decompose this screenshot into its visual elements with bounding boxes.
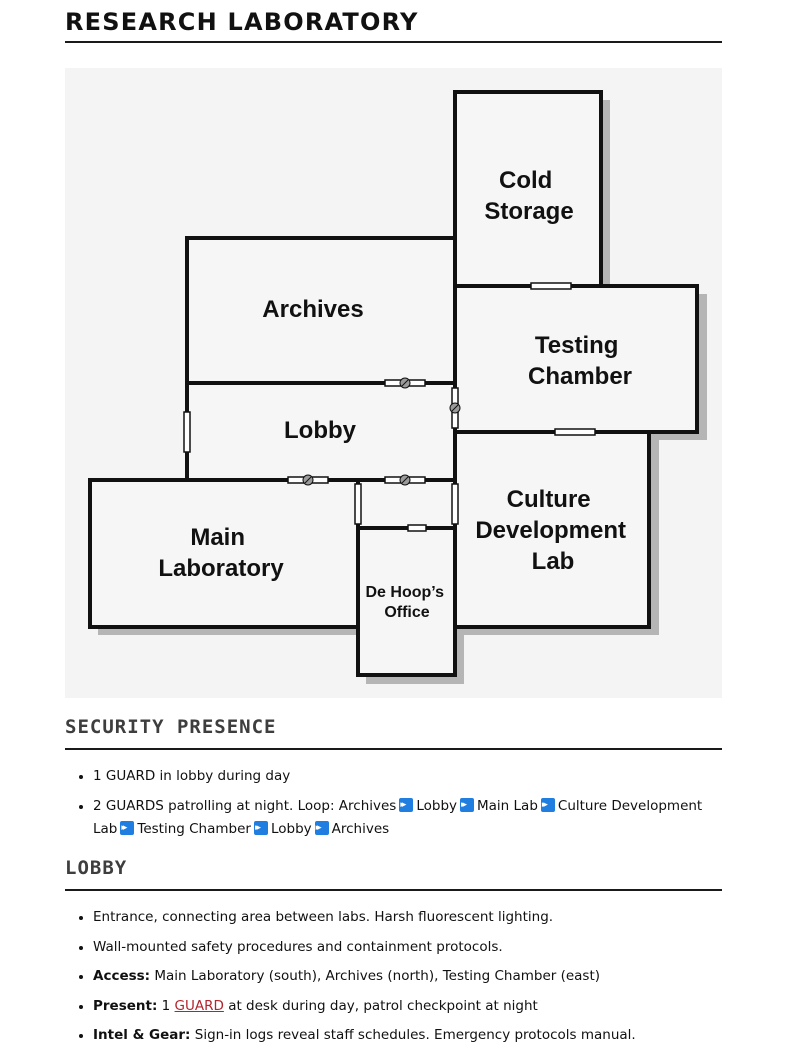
present-text: at desk during day, patrol checkpoint at… [223, 997, 538, 1014]
fast-forward-icon [314, 820, 329, 835]
fast-forward-icon [460, 797, 475, 812]
loop-stop: Culture Development Lab [93, 797, 703, 837]
loop-stop: Testing Chamber [137, 820, 251, 837]
list-item: Access: Main Laboratory (south), Archive… [93, 965, 722, 988]
lobby-description: Entrance, connecting area between labs. … [93, 909, 554, 925]
fast-forward-icon [120, 820, 135, 835]
intel-label: Intel & Gear: [93, 1027, 191, 1043]
list-item: 1 GUARD in lobby during day [93, 765, 722, 788]
room-testing-chamber [453, 284, 699, 434]
lock-slots [304, 379, 459, 484]
label-culture-lab: Culture Development Lab [475, 486, 632, 575]
rooms [88, 90, 699, 677]
fast-forward-icon [399, 797, 414, 812]
page-title: RESEARCH LABORATORY [65, 0, 722, 43]
label-archives: Archives [262, 296, 363, 323]
label-cold-storage: Cold Storage [484, 167, 573, 225]
present-label: Present: [93, 997, 158, 1014]
door-corridor-culture [451, 483, 459, 525]
loop-stop: Archives [338, 797, 397, 814]
door-lobby-west [183, 411, 191, 453]
floor-plan: Cold Storage Archives Testing Chamber Lo… [65, 68, 722, 698]
security-day-text: 1 GUARD in lobby during day [93, 768, 291, 784]
room-cold-storage [453, 90, 603, 288]
label-main-lab: Main Laboratory [158, 524, 284, 582]
door-corridor-office [407, 524, 427, 532]
door-testing-culture [554, 428, 596, 436]
list-item: Wall-mounted safety procedures and conta… [93, 936, 722, 959]
security-list: 1 GUARD in lobby during day 2 GUARDS pat… [65, 765, 722, 841]
fast-forward-icon [253, 820, 268, 835]
present-count: 1 [157, 997, 175, 1014]
floor-plan-drawing: Cold Storage Archives Testing Chamber Lo… [65, 68, 722, 698]
label-lobby: Lobby [284, 417, 357, 444]
label-office: De Hoop’s Office [366, 584, 449, 621]
list-item: 2 GUARDS patrolling at night. Loop: Arch… [93, 795, 722, 841]
room-lobby [185, 381, 457, 482]
access-label: Access: [93, 968, 151, 984]
intel-text: Sign-in logs reveal staff schedules. Eme… [190, 1027, 636, 1043]
lobby-procedures: Wall-mounted safety procedures and conta… [93, 938, 503, 955]
security-section: SECURITY PRESENCE 1 GUARD in lobby durin… [65, 710, 722, 847]
door-mainlab-corridor [354, 483, 362, 525]
room-culture-lab [453, 430, 651, 629]
list-item: Present: 1 GUARD at desk during day, pat… [93, 995, 722, 1018]
lobby-list: Entrance, connecting area between labs. … [65, 906, 722, 1047]
label-testing-chamber: Testing Chamber [528, 332, 632, 390]
loop-stop: Lobby [416, 797, 458, 814]
lobby-section: LOBBY Entrance, connecting area between … [65, 851, 722, 1054]
document-page: RESEARCH LABORATORY [65, 0, 722, 43]
lobby-heading: LOBBY [65, 851, 722, 891]
guard-link[interactable]: GUARD [174, 997, 224, 1014]
loop-stop: Lobby [270, 820, 312, 837]
list-item: Entrance, connecting area between labs. … [93, 906, 722, 929]
loop-stop: Archives [331, 820, 390, 837]
room-main-lab [88, 478, 360, 629]
fast-forward-icon [540, 797, 555, 812]
door-cold-testing [530, 282, 572, 290]
room-office [356, 526, 457, 677]
room-corridor [356, 478, 457, 530]
loop-stop: Main Lab [477, 797, 538, 814]
patrol-intro: 2 GUARDS patrolling at night. Loop: [93, 797, 335, 814]
access-text: Main Laboratory (south), Archives (north… [150, 968, 601, 984]
list-item: Intel & Gear: Sign-in logs reveal staff … [93, 1024, 722, 1047]
security-heading: SECURITY PRESENCE [65, 710, 722, 750]
